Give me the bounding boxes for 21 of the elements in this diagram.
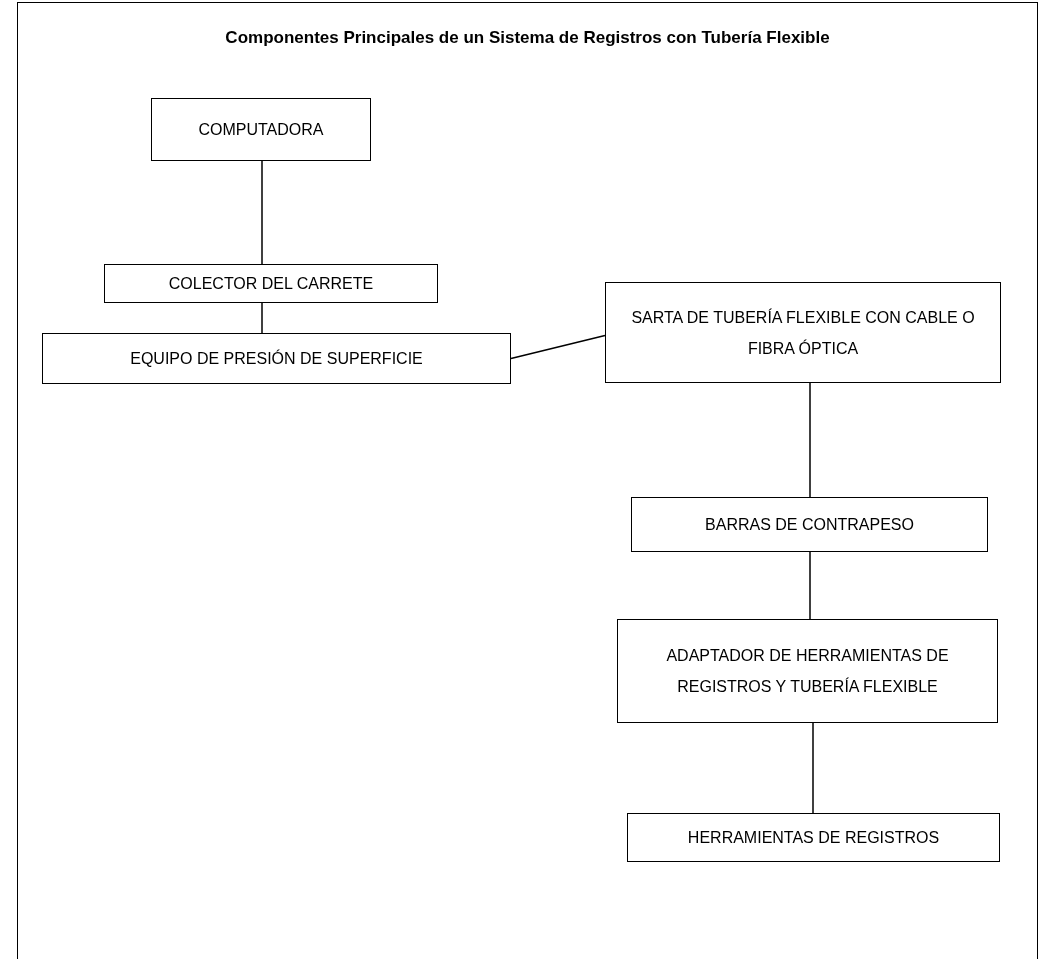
process-box — [631, 497, 988, 552]
box-label: COMPUTADORA — [197, 120, 325, 140]
process-box — [104, 264, 438, 303]
box-label: BARRAS DE CONTRAPESO — [704, 515, 915, 535]
connector-line — [809, 382, 811, 498]
process-box — [605, 282, 1001, 383]
box-label: EQUIPO DE PRESIÓN DE SUPERFICIE — [129, 348, 424, 369]
box-label: COLECTOR DEL CARRETE — [167, 274, 375, 294]
process-box — [617, 619, 998, 723]
process-box — [42, 333, 511, 384]
connector-line — [809, 551, 811, 620]
box-label: SARTA DE TUBERÍA FLEXIBLE CON CABLE O FIBRA ÓPTICA — [630, 307, 976, 359]
diagram-title: Componentes Principales de un Sistema de Registros con Tubería Flexible — [224, 28, 831, 48]
process-box — [627, 813, 1000, 862]
box-label: HERRAMIENTAS DE REGISTROS — [686, 828, 941, 848]
connector-line — [261, 160, 263, 265]
connector-line — [510, 334, 606, 360]
process-box — [151, 98, 371, 161]
connector-line — [812, 722, 814, 814]
box-label: ADAPTADOR DE HERRAMIENTAS DE REGISTROS Y TUBERÍA FLEXIBLE — [665, 646, 950, 697]
connector-line — [261, 302, 263, 334]
